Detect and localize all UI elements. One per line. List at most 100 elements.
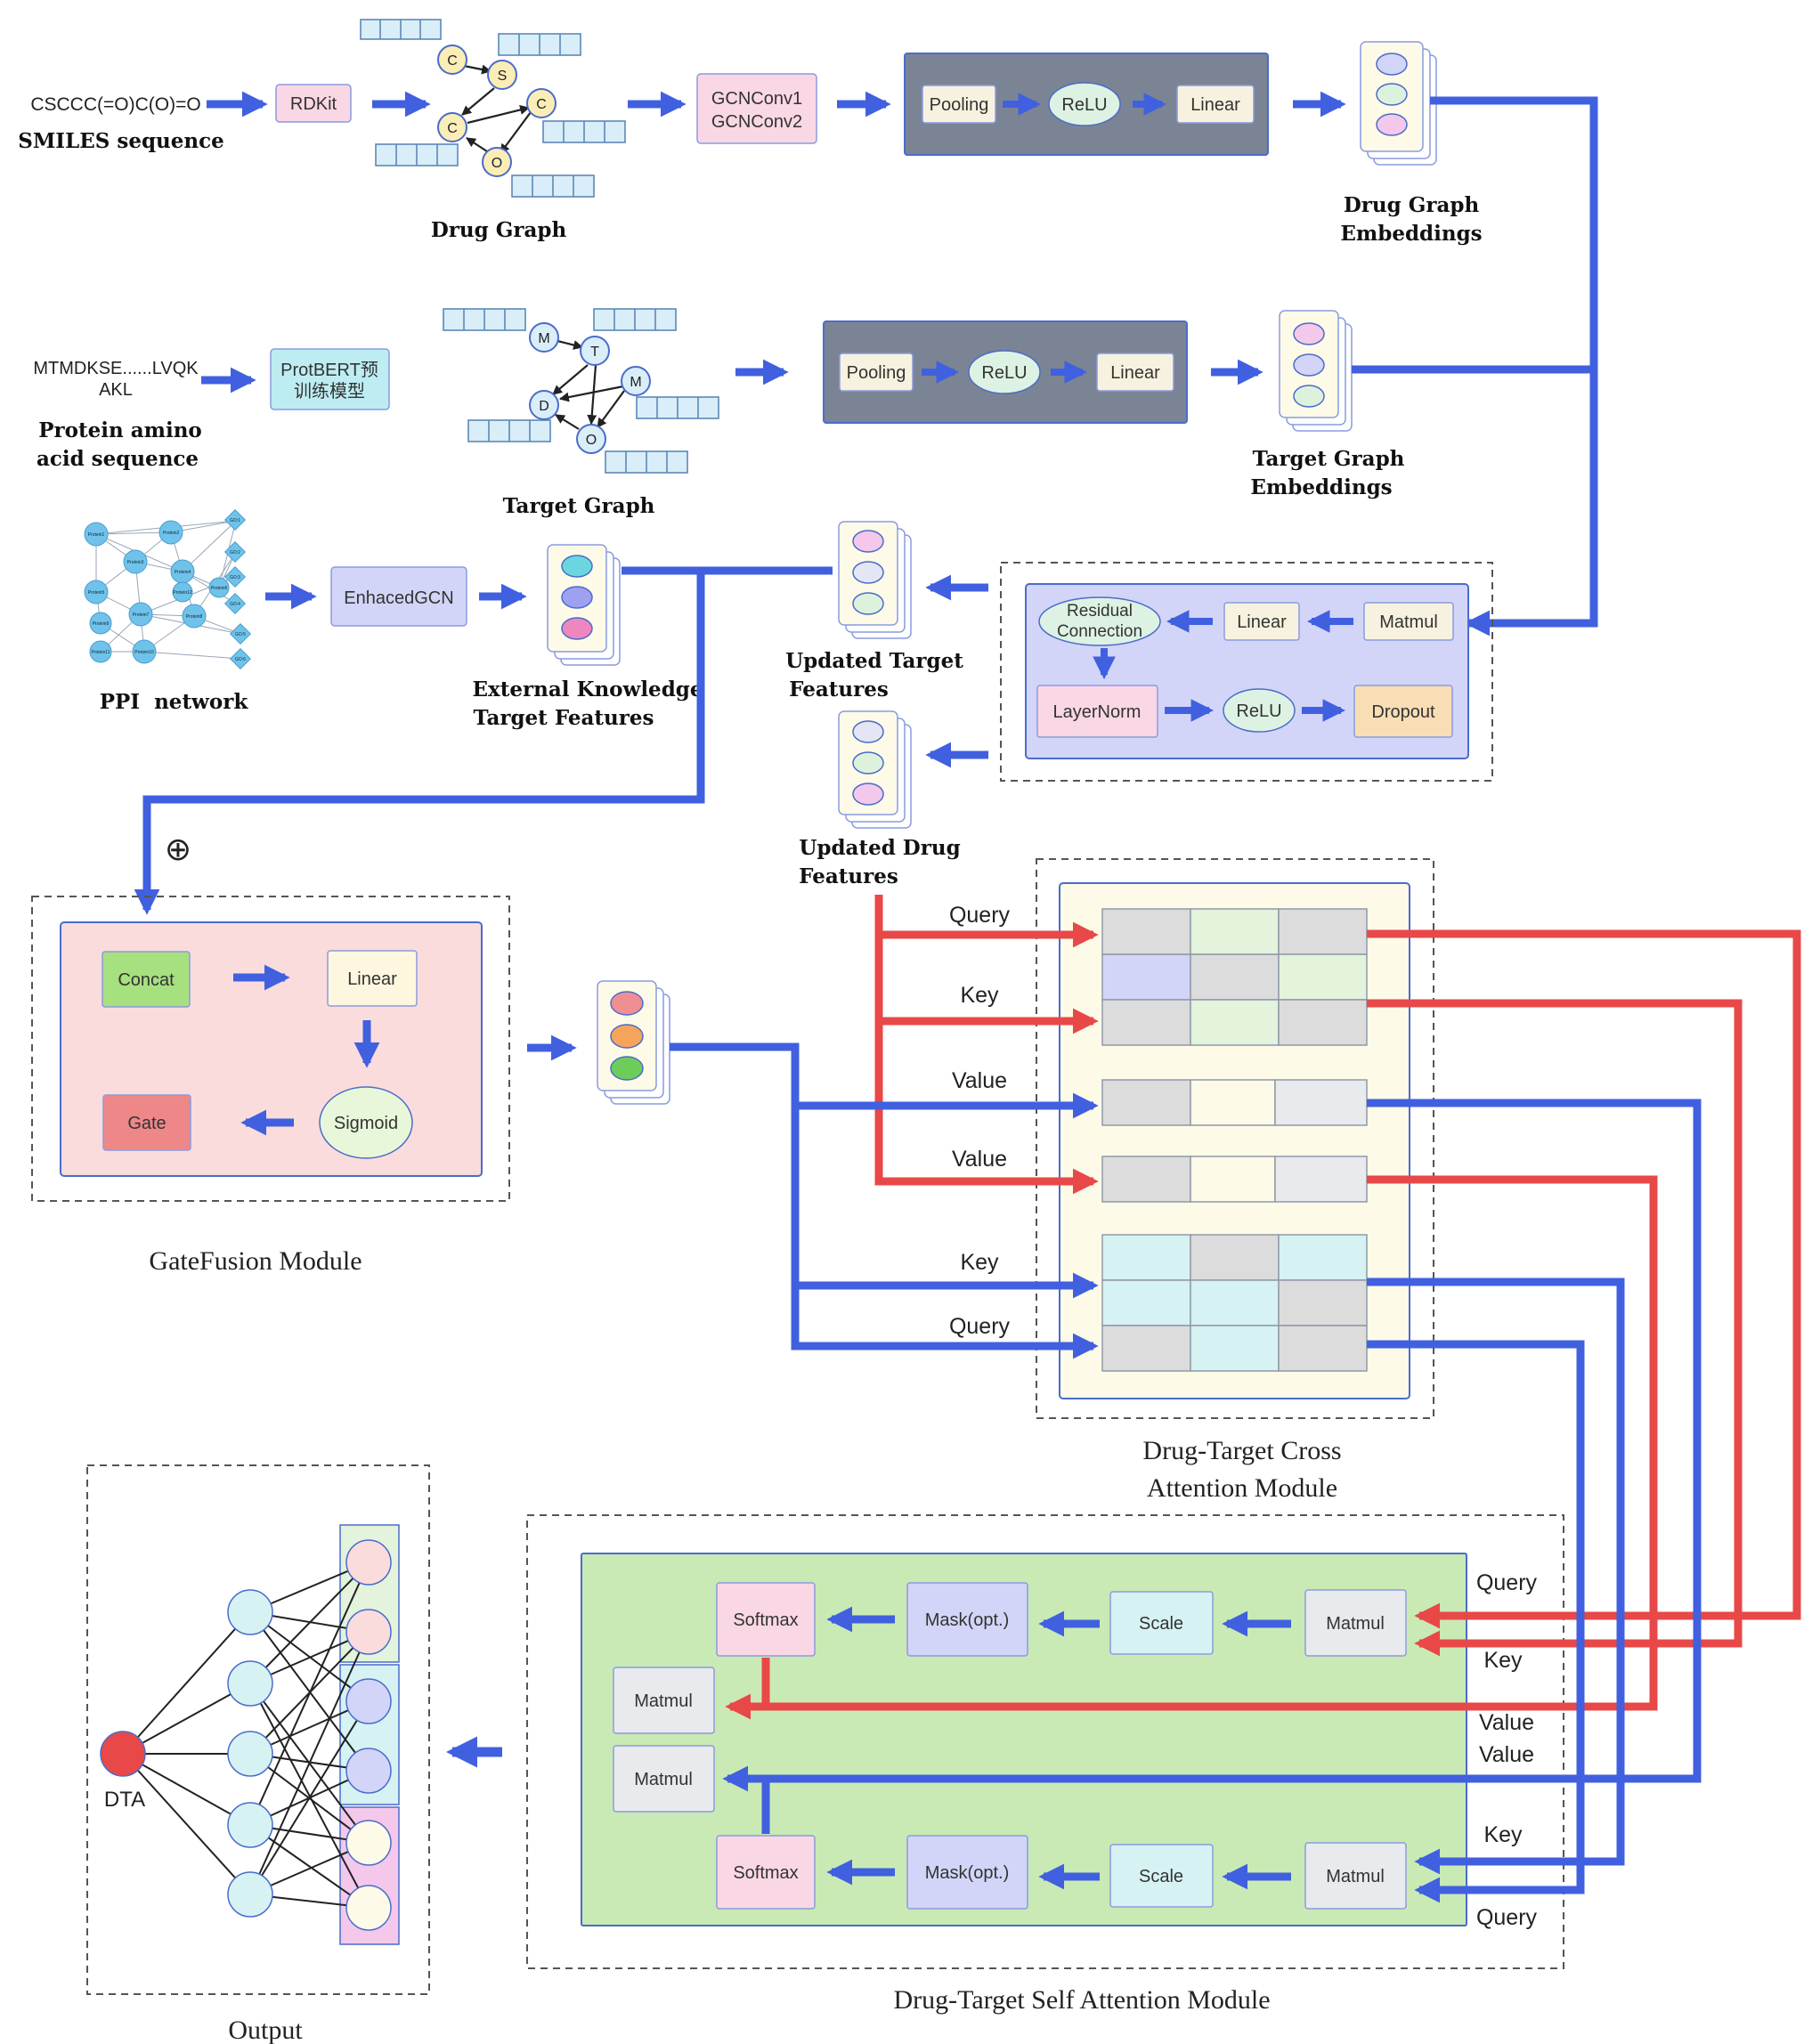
external-caption-2: Target Features [474,706,654,730]
ppi-node-label: Protein9 [93,621,110,627]
residual-linear-box [1223,602,1300,641]
external-feature-stack [547,544,621,666]
fusion-plus-symbol: ⊕ [165,831,191,867]
ppi-node-label: Protein7 [133,612,150,618]
target-node-t-label: T [590,345,599,360]
drug-atom-s [487,60,517,90]
matmul-top-label: Matmul [1326,1614,1385,1634]
cross-value-mid-label: Value [952,1147,1007,1172]
residual-matmul-label: Matmul [1379,612,1438,632]
protbert-line2: 训练模型 [294,381,365,402]
residual-connection-node [1038,596,1161,646]
self-key-top-label: Key [1483,1648,1523,1673]
drug-embedding-caption-2: Embeddings [1340,222,1482,246]
matmul-mid-2-box [613,1745,715,1813]
softmax-top-box [716,1582,816,1657]
hidden-node [227,1589,273,1635]
matmul-mid-2-label: Matmul [634,1770,693,1789]
drug-graph-caption: Drug Graph [431,218,567,242]
gcnconv-box [696,73,817,144]
drug-linear-box [1176,85,1255,124]
updated-drug-caption-2: Features [799,864,898,888]
go-node-label: GO:6 [235,657,246,662]
go-node-label: GO:4 [230,602,240,607]
cross-attention-module: Drug-Target Cross Attention Module [1036,858,1434,1503]
ppi-node-label: Protein8 [186,614,203,620]
drug-atom-c3-label: C [536,97,547,112]
drug-input-row: CSCCC(=O)C(O)=O SMILES sequence RDKit [18,84,431,153]
residual-block-frame [1000,562,1493,782]
drug-qkv-connectors [874,895,1099,1195]
target-node-m2-label: M [630,375,641,390]
smiles-caption: SMILES sequence [18,129,224,153]
hidden-node [227,1802,273,1848]
target-embedding-caption-1: Target Graph [1253,447,1405,471]
ppi-node [158,520,183,545]
drug-encoder: GCNConv1 GCNConv2 Pooling ReLU Linear Dr… [628,41,1483,246]
fusion-connector [134,566,833,915]
ppi-node-label: Protein1 [88,532,105,538]
self-value-label-2: Value [1479,1742,1534,1767]
cross-caption-1: Drug-Target Cross [1142,1436,1341,1465]
go-node-label: GO:1 [230,518,240,523]
self-attention-module: Softmax Mask(opt.) Scale Matmul Matmul M… [526,1514,1564,2015]
enhanced-gcn-label: EnhacedGCN [344,588,453,608]
updated-target-caption-1: Updated Target [785,649,963,673]
updated-target-caption-2: Features [789,677,889,702]
matmul-mid-1-label: Matmul [634,1691,693,1711]
target-qkv-connectors [670,1042,1099,1359]
gate-fusion-caption: GateFusion Module [149,1246,362,1276]
target-linear-label: Linear [1110,363,1160,383]
self-value-label-1: Value [1479,1710,1534,1735]
self-query-top-label: Query [1476,1570,1538,1595]
softmax-bottom-box [716,1835,816,1910]
concat-box [102,951,191,1008]
residual-matmul-box [1363,602,1454,641]
scale-bottom-label: Scale [1139,1867,1183,1886]
embedding-merge-connectors [1352,96,1598,637]
dropout-box [1353,685,1453,738]
softmax-bottom-label: Softmax [733,1863,798,1883]
output-module: DTA Output [86,1464,430,2044]
gate-fusion-module: Concat Linear Sigmoid Gate GateFusion Mo… [31,896,510,1276]
target-embedding-stack [1279,310,1353,432]
smiles-string: CSCCC(=O)C(O)=O [30,94,200,115]
drug-atom-c2 [437,112,467,142]
ppi-node [172,581,193,603]
layernorm-box [1036,685,1158,738]
target-pooling-box [839,353,914,392]
external-caption-1: External Knowledge [472,677,703,702]
drug-linear-label: Linear [1190,95,1240,115]
go-node [223,540,247,564]
ppi-node-label: Protein12 [173,590,192,596]
go-node [223,508,247,531]
target-node-m1-label: M [538,331,549,346]
ppi-node-label: Protein10 [134,650,154,655]
scale-top-label: Scale [1139,1614,1183,1634]
ppi-node [89,640,112,663]
ppi-node-label: Protein5 [88,590,105,596]
protbert-line1: ProtBERT预 [280,361,378,380]
ppi-node-label: Protein4 [175,570,191,575]
drug-atom-c1-label: C [447,53,458,69]
mask-top-box [906,1582,1028,1657]
protbert-box [270,348,390,410]
concat-label: Concat [118,970,175,990]
drug-atom-c2-label: C [447,121,458,136]
target-embedding-caption-2: Embeddings [1250,475,1392,499]
drug-pooling-box [922,85,996,124]
cross-caption-2: Attention Module [1147,1473,1337,1503]
updated-target-stack [838,521,912,639]
drug-relu-node [1048,82,1121,126]
softmax-top-label: Softmax [733,1610,798,1630]
go-node [223,565,247,588]
ppi-node-label: Protein6 [211,586,228,591]
gate-linear-box [327,950,418,1007]
target-graph-caption: Target Graph [503,494,655,518]
drug-atom-c1 [437,45,467,75]
protein-caption-2: acid sequence [37,447,199,471]
dropout-label: Dropout [1371,702,1435,722]
go-node [229,647,252,670]
gate-label: Gate [127,1114,166,1133]
updated-drug-caption-1: Updated Drug [799,836,960,860]
